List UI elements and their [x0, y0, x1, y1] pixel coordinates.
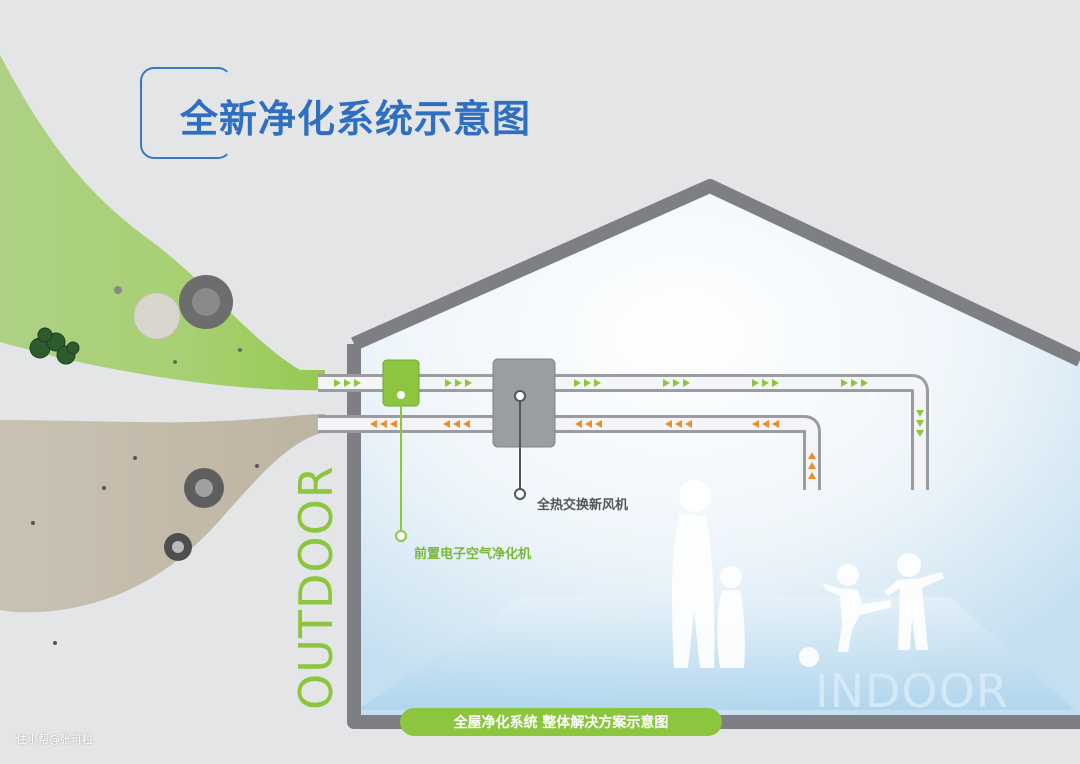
- polluted-airflow-plume: [0, 414, 325, 613]
- dust-ball: [192, 288, 220, 316]
- return-duct: [318, 415, 821, 490]
- pre-purifier-leader: [395, 389, 407, 542]
- family-silhouettes: [672, 480, 944, 668]
- house-floor: [358, 597, 1075, 710]
- return-arrows: [370, 420, 816, 479]
- particle-dot: [114, 286, 122, 294]
- particle-dot: [238, 348, 242, 352]
- green-airflow-plume: [0, 55, 325, 391]
- particle-dot: [173, 360, 177, 364]
- heat-exchanger-label: 全热交换新风机: [537, 498, 629, 513]
- particle-dot: [255, 464, 259, 468]
- solution-banner: 全屋净化系统 整体解决方案示意图: [400, 708, 722, 736]
- outdoor-label: OUTDOOR: [289, 465, 343, 710]
- pre-purifier-label: 前置电子空气净化机: [414, 547, 532, 562]
- dust-ball: [195, 479, 213, 497]
- indoor-label: INDOOR: [815, 664, 1009, 718]
- heat-exchanger-leader: [514, 390, 526, 500]
- house-wall: [347, 179, 1080, 729]
- dust-ball: [172, 541, 184, 553]
- particle-dot: [53, 641, 57, 645]
- heat-exchanger-unit: [492, 358, 556, 448]
- dust-ball: [133, 292, 181, 340]
- particle-dot: [31, 521, 35, 525]
- supply-duct: [318, 374, 929, 490]
- title-frame: [140, 67, 232, 159]
- watermark: 住小帮@张可粒: [16, 733, 93, 746]
- particle-dot: [102, 486, 106, 490]
- supply-arrows: [334, 379, 924, 437]
- germ-cluster: [29, 327, 80, 365]
- particle-dot: [133, 456, 137, 460]
- page-title: 全新净化系统示意图: [180, 97, 532, 141]
